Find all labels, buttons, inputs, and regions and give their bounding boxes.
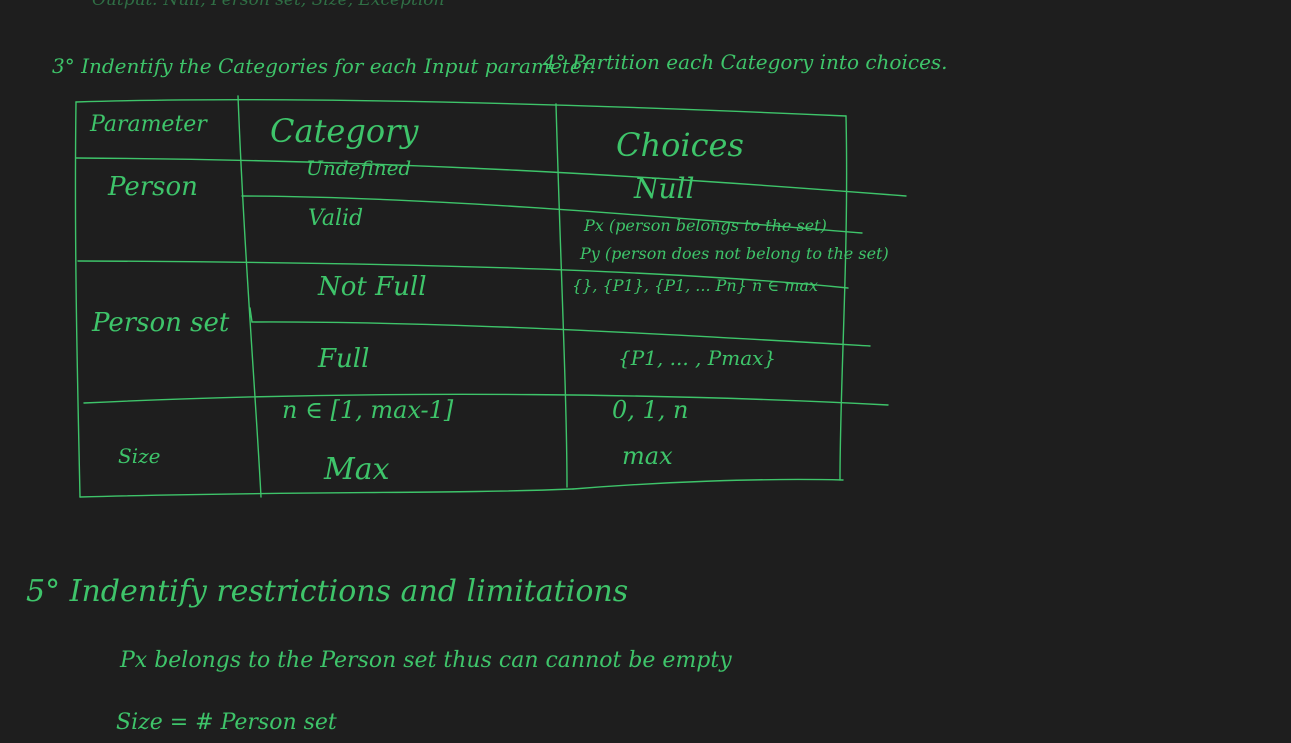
header-choices: Choices [616, 126, 744, 164]
category-max: Max [324, 452, 390, 487]
step3-text: 3° Indentify the Categories for each Inp… [52, 54, 596, 78]
restriction-1: Px belongs to the Person set thus can ca… [120, 648, 732, 673]
step4-text: 4° Partition each Category into choices. [543, 50, 948, 74]
choice-max: max [622, 442, 673, 470]
choice-null: Null [634, 172, 695, 205]
header-category: Category [270, 112, 419, 150]
choice-py: Py (person does not belong to the set) [580, 244, 889, 263]
category-not-full: Not Full [318, 272, 427, 302]
choice-not-full: {}, {P1}, {P1, ... Pn} n ∈ max [572, 276, 819, 295]
param-person-set: Person set [92, 308, 230, 338]
choice-full: {P1, ... , Pmax} [618, 346, 777, 370]
step5-heading: 5° Indentify restrictions and limitation… [26, 574, 629, 609]
choice-n-range: 0, 1, n [612, 396, 689, 424]
category-valid: Valid [308, 206, 364, 231]
category-full: Full [318, 344, 370, 374]
category-n-range: n ∈ [1, max-1] [282, 396, 454, 424]
top-cut-note: Output: Null, Person set, Size, Exceptio… [92, 0, 445, 10]
header-parameter: Parameter [90, 112, 207, 137]
choice-px: Px (person belongs to the set) [584, 216, 827, 235]
restriction-2: Size = # Person set [116, 710, 337, 735]
param-size: Size [118, 444, 161, 468]
param-person: Person [108, 172, 198, 202]
category-undefined: Undefined [306, 156, 412, 180]
